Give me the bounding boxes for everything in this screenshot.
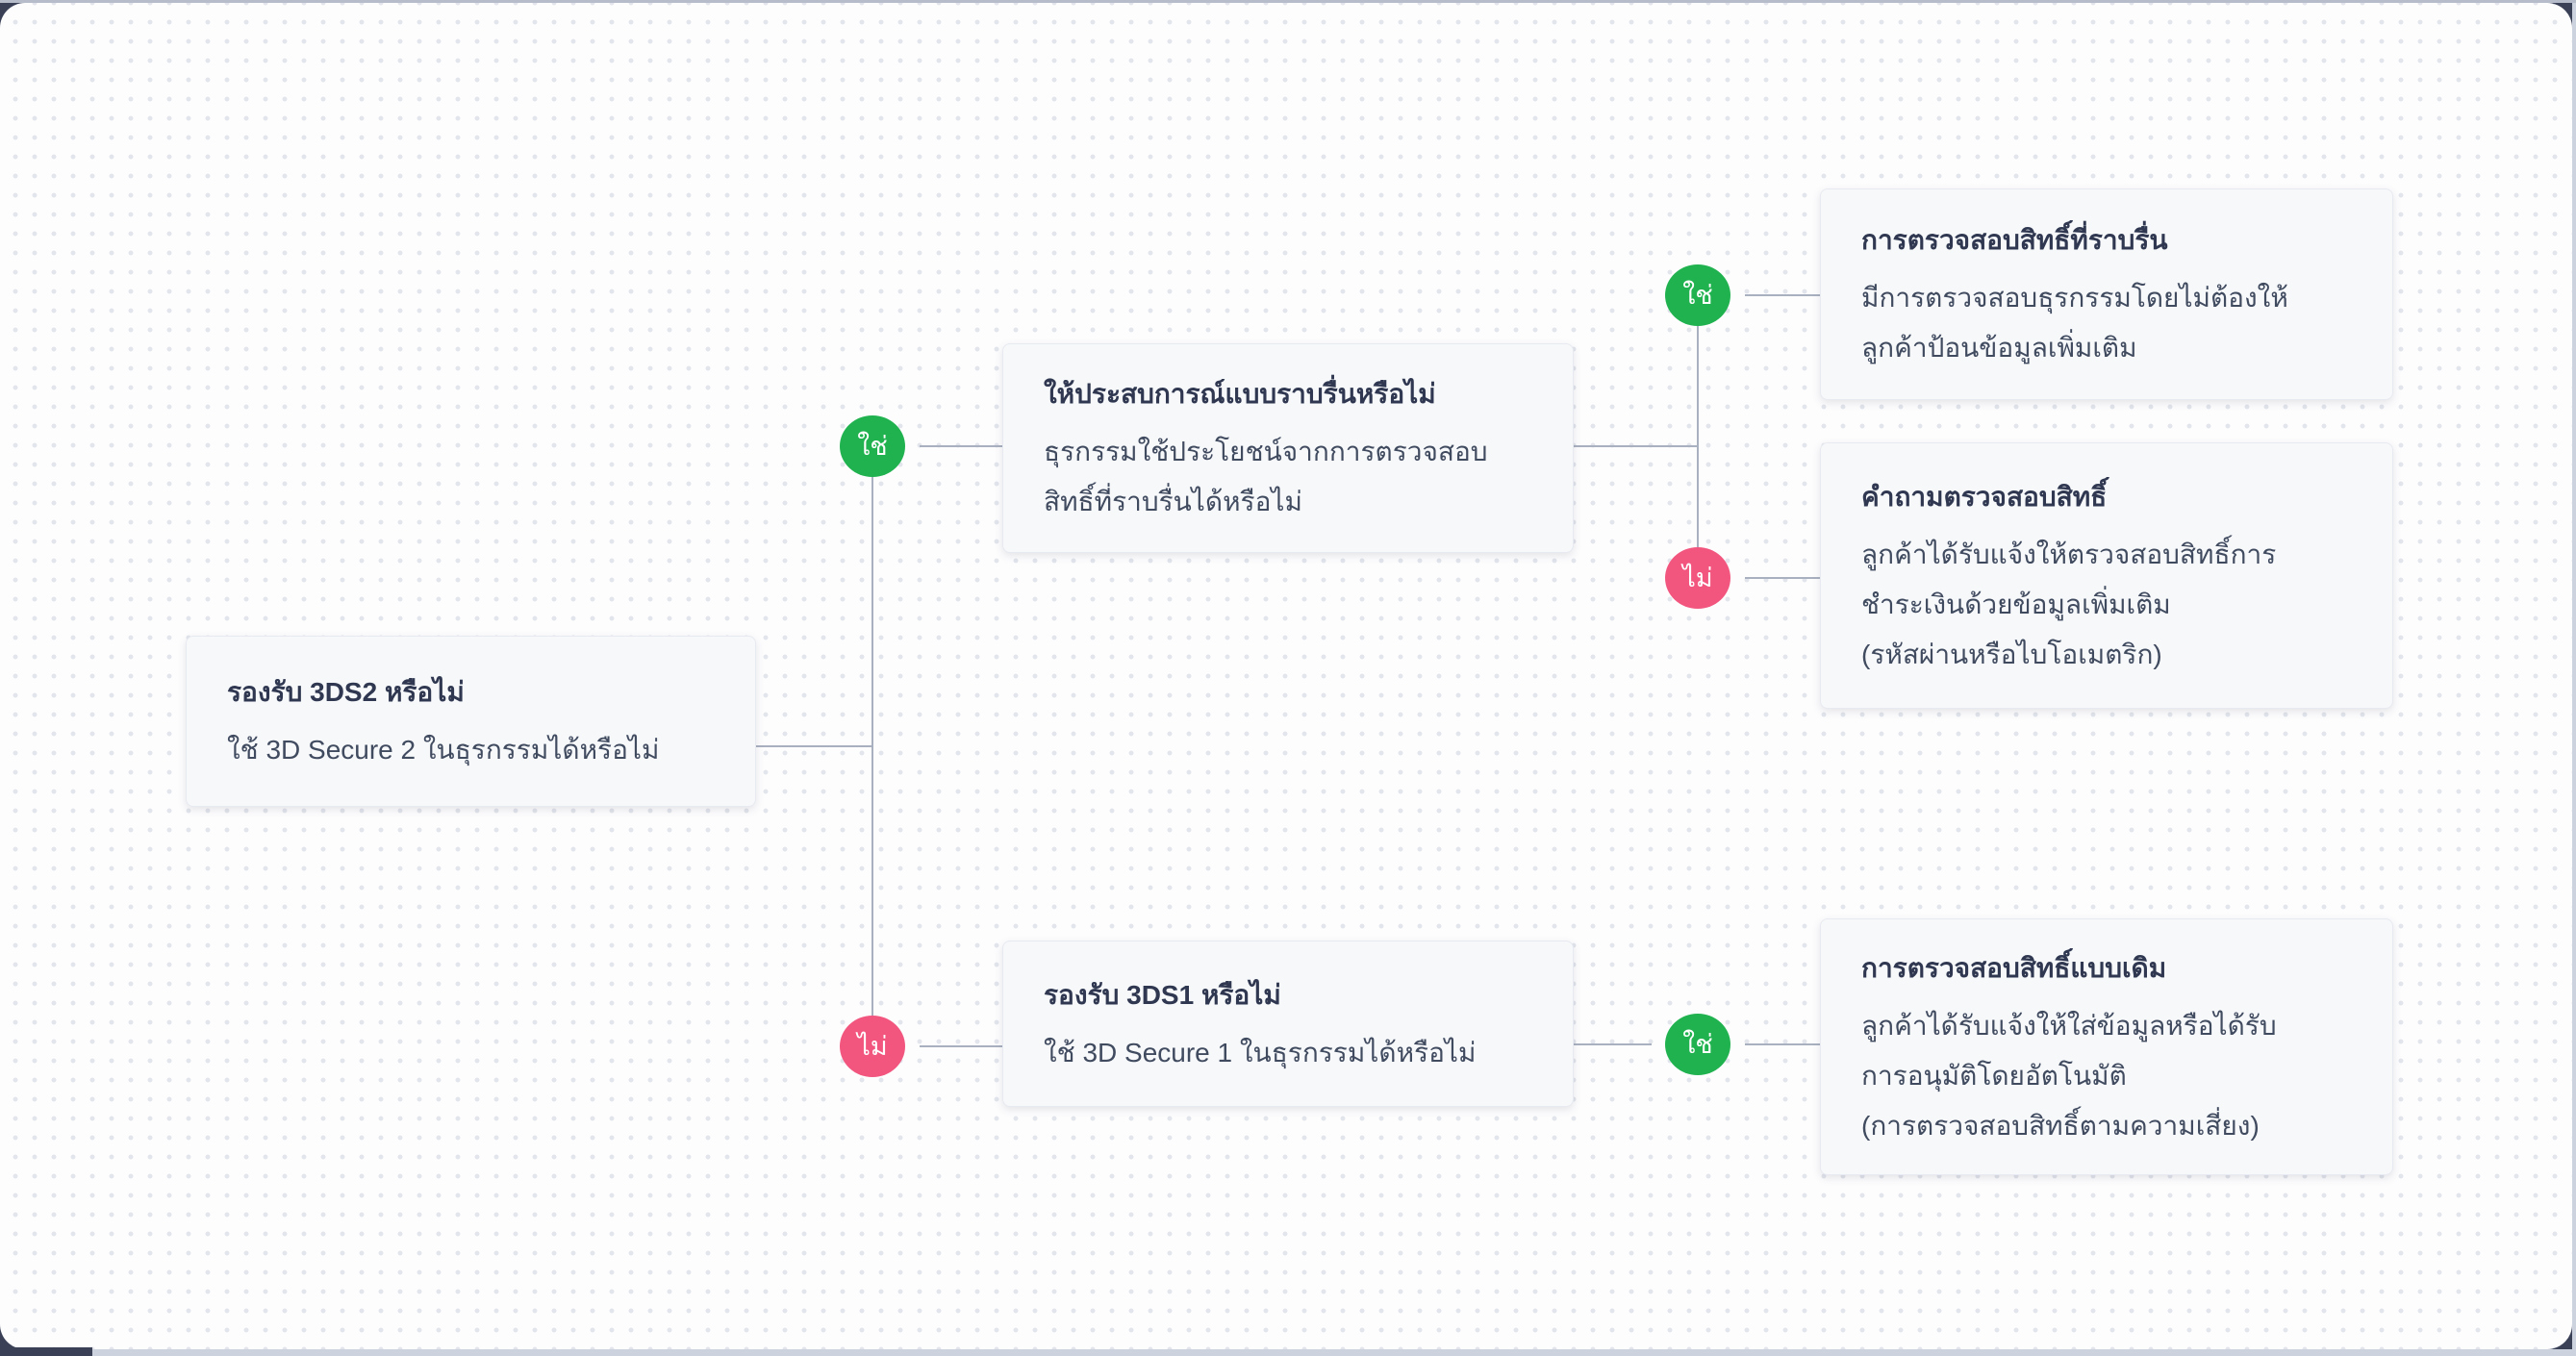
node-supports-3ds1: รองรับ 3DS1 หรือไม่ ใช้ 3D Secure 1 ในธุ… [1002,941,1574,1107]
node-description: ลูกค้าได้รับแจ้งให้ใส่ข้อมูลหรือได้รับ ก… [1861,1010,2277,1141]
node-title: รองรับ 3DS2 หรือไม่ [227,677,465,707]
node-title: การตรวจสอบสิทธิ์แบบเดิม [1861,952,2167,983]
window-top-border [0,0,2576,3]
node-frictionless-authentication: การตรวจสอบสิทธิ์ที่ราบรื่น มีการตรวจสอบธ… [1820,188,2393,400]
vertical-scrollbar-track[interactable] [2572,3,2576,1349]
node-legacy-authentication: การตรวจสอบสิทธิ์แบบเดิม ลูกค้าได้รับแจ้ง… [1820,918,2393,1175]
node-title: คำถามตรวจสอบสิทธิ์ [1861,481,2108,512]
yes-badge: ใช่ [840,415,905,477]
diagram-canvas[interactable]: รองรับ 3DS2 หรือไม่ ใช้ 3D Secure 2 ในธุ… [0,3,2572,1349]
node-description: ใช้ 3D Secure 2 ในธุรกรรมได้หรือไม่ [227,735,660,765]
connector-line [1745,577,1820,579]
node-title: การตรวจสอบสิทธิ์ที่ราบรื่น [1861,225,2168,255]
node-frictionless-experience: ให้ประสบการณ์แบบราบรื่นหรือไม่ ธุรกรรมใช… [1002,343,1574,553]
horizontal-scrollbar-track[interactable] [0,1349,2576,1356]
connector-line [1574,1043,1652,1045]
connector-line [1574,445,1699,447]
node-description: ลูกค้าได้รับแจ้งให้ตรวจสอบสิทธิ์การ ชำระ… [1861,539,2277,669]
connector-line [1697,326,1699,547]
connector-line [920,1045,1002,1047]
node-description: ธุรกรรมใช้ประโยชน์จากการตรวจสอบ สิทธิ์ที… [1044,437,1488,516]
connector-line [1745,294,1820,296]
node-description: มีการตรวจสอบธุรกรรมโดยไม่ต้องให้ ลูกค้าป… [1861,283,2288,363]
node-challenge-authentication: คำถามตรวจสอบสิทธิ์ ลูกค้าได้รับแจ้งให้ตร… [1820,442,2393,709]
yes-badge: ใช่ [1665,1014,1730,1075]
node-title: ให้ประสบการณ์แบบราบรื่นหรือไม่ [1044,379,1436,409]
connector-line [920,445,1002,447]
connector-line [1745,1043,1820,1045]
node-title: รองรับ 3DS1 หรือไม่ [1044,979,1281,1010]
no-badge: ไม่ [840,1016,905,1077]
node-supports-3ds2: รองรับ 3DS2 หรือไม่ ใช้ 3D Secure 2 ในธุ… [186,636,756,807]
horizontal-scrollbar-thumb[interactable] [0,1347,92,1356]
connector-line [871,477,873,1016]
connector-line [756,745,873,747]
no-badge: ไม่ [1665,547,1730,609]
node-description: ใช้ 3D Secure 1 ในธุรกรรมได้หรือไม่ [1044,1037,1477,1067]
yes-badge: ใช่ [1665,264,1730,326]
